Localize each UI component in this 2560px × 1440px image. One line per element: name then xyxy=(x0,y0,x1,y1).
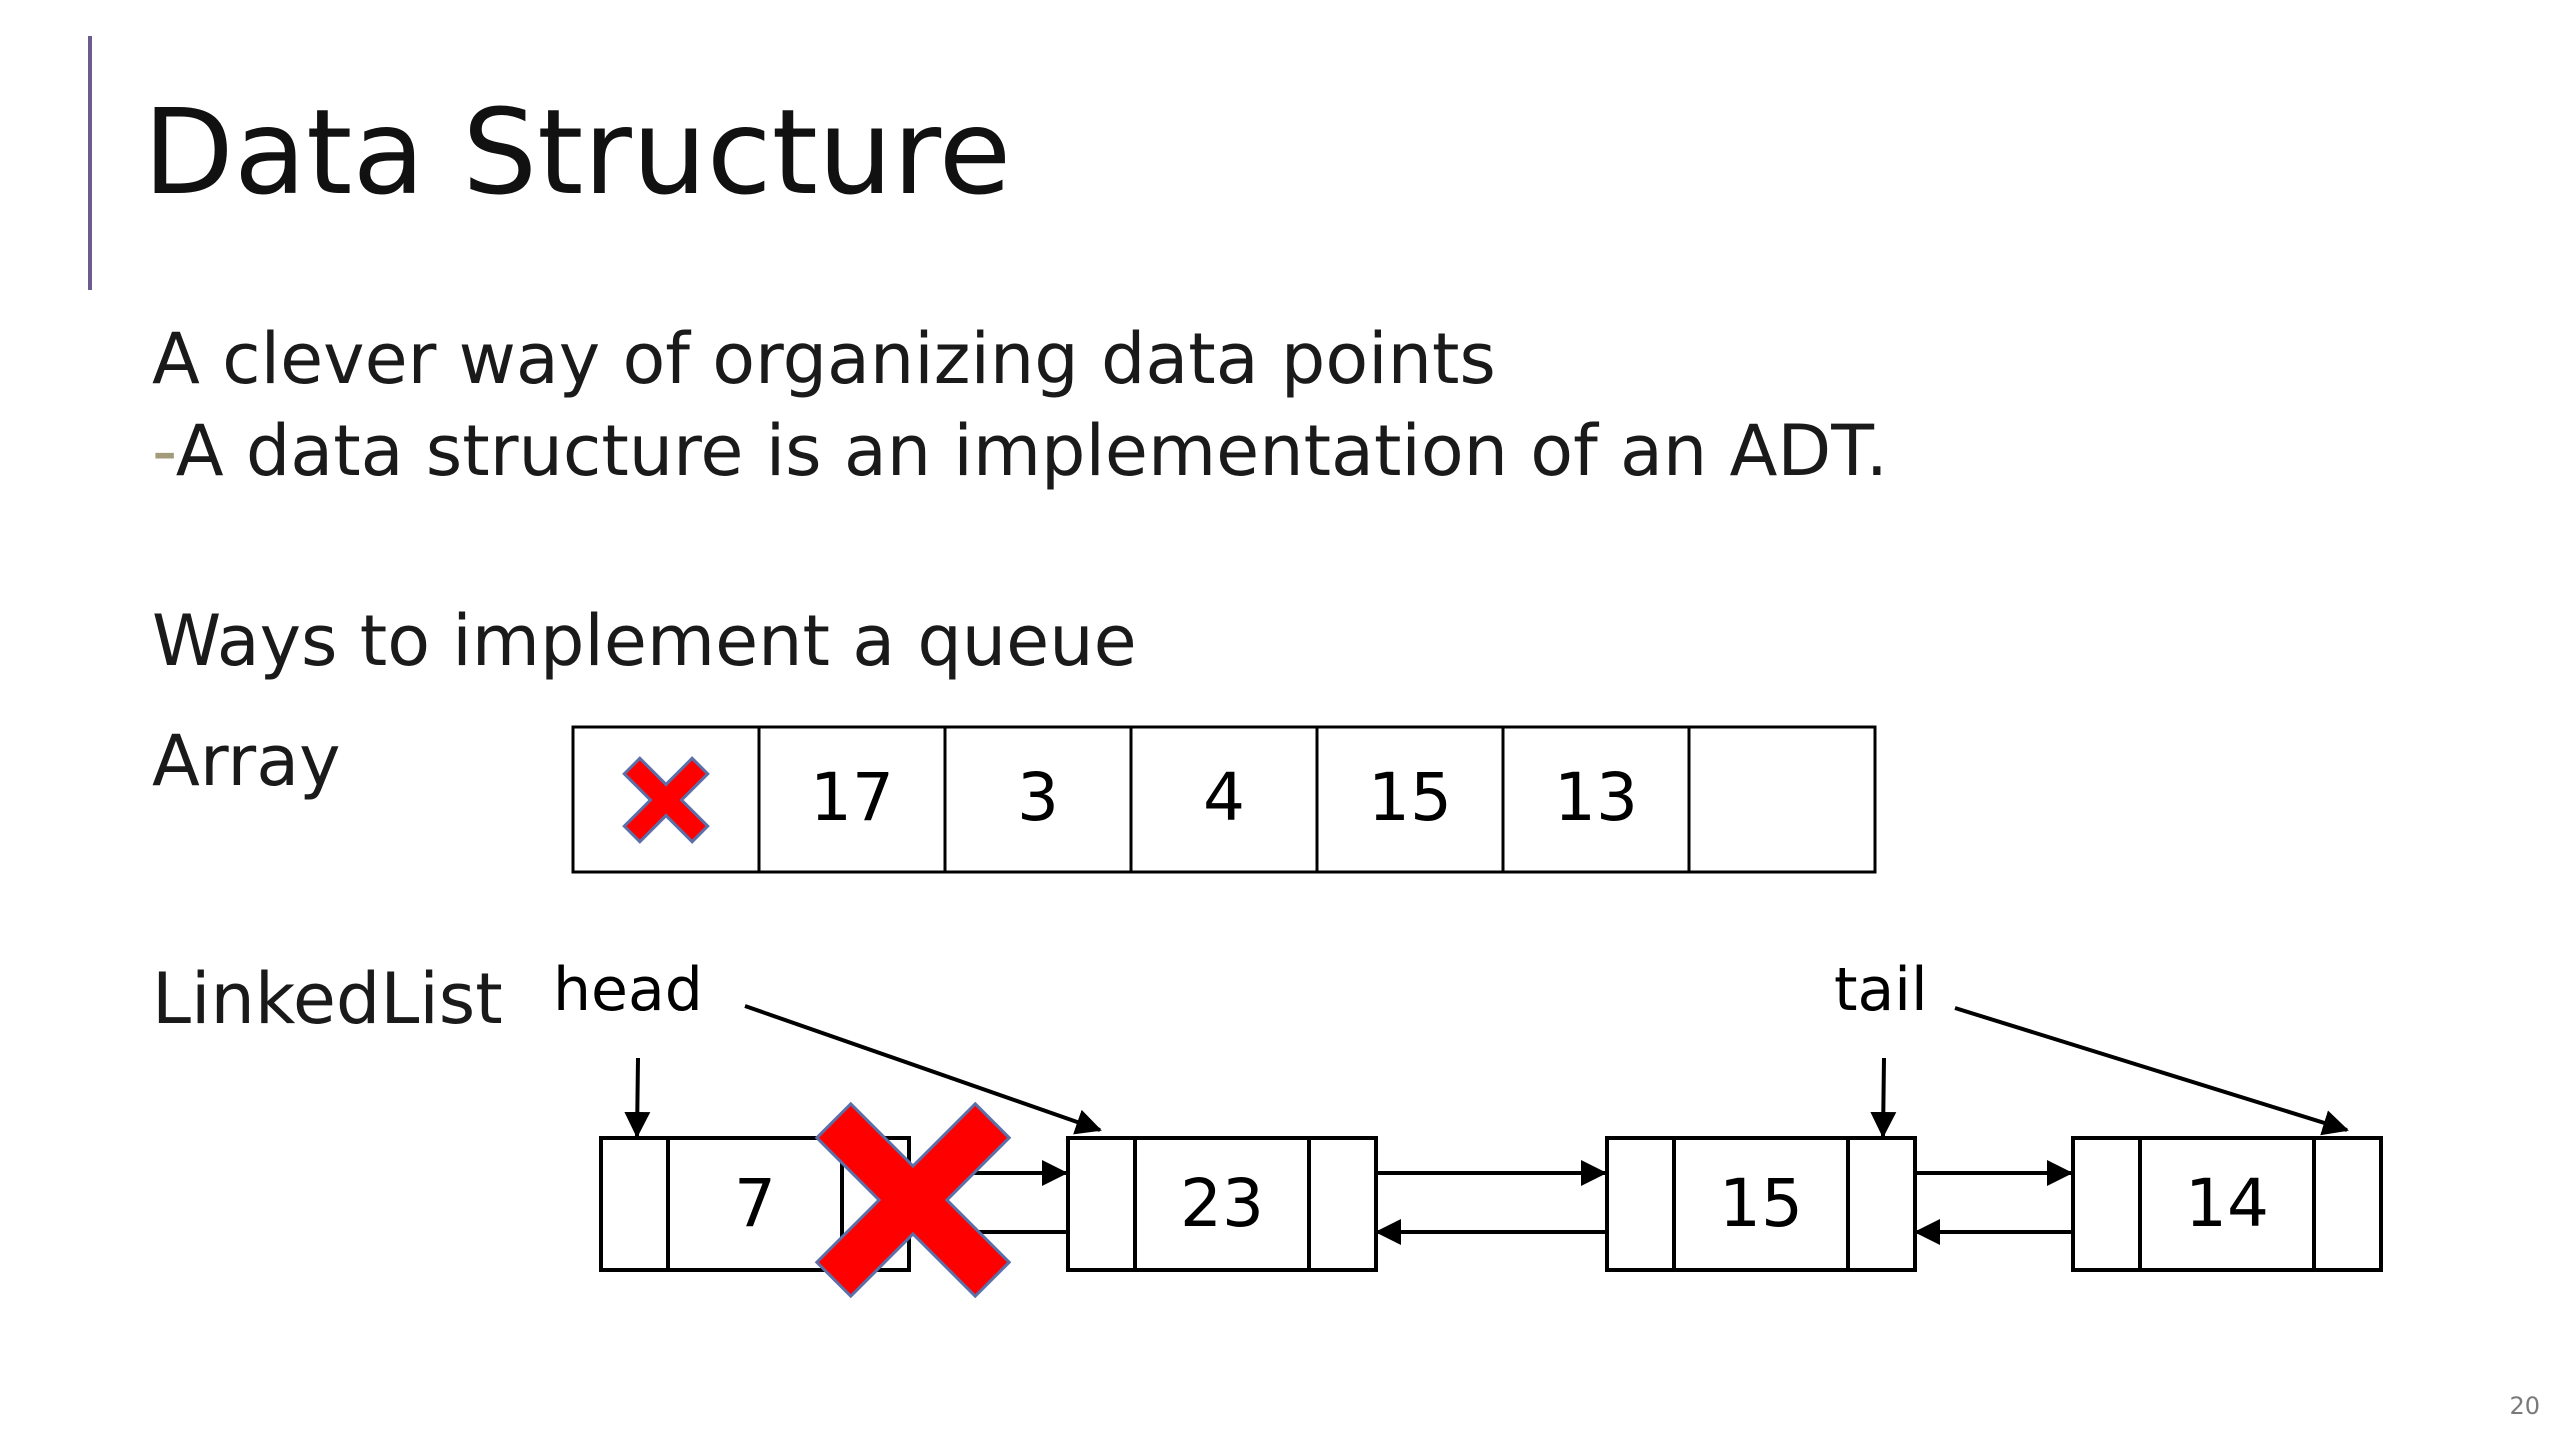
list-node: 23 xyxy=(1066,1136,1378,1272)
array-cell: 17 xyxy=(757,725,947,874)
array-label: Array xyxy=(152,720,341,802)
bullet-definition: A clever way of organizing data points xyxy=(152,318,1496,400)
node-value: 23 xyxy=(1180,1165,1264,1242)
removed-node-cross-icon xyxy=(814,1101,1012,1299)
tail-diagonal-arrow xyxy=(1954,1006,2349,1136)
list-node: 15 xyxy=(1605,1136,1917,1272)
title-accent-bar xyxy=(88,36,92,290)
linkedlist-label: LinkedList xyxy=(152,958,503,1040)
array-cell xyxy=(1687,725,1877,874)
array-diagram: 17 3 4 15 13 xyxy=(571,725,1877,874)
page-number: 20 xyxy=(2509,1392,2540,1420)
array-cell: 3 xyxy=(943,725,1133,874)
tail-down-arrow xyxy=(1870,1057,1897,1138)
array-cell: 13 xyxy=(1501,725,1691,874)
head-label: head xyxy=(553,955,703,1025)
array-cell: 15 xyxy=(1315,725,1505,874)
sub-bullet-text: A data structure is an implementation of… xyxy=(175,410,1888,492)
array-cell-value: 17 xyxy=(810,759,894,836)
array-cell-value: 4 xyxy=(1203,759,1245,836)
sub-bullet-dash: - xyxy=(152,410,176,492)
node-value: 14 xyxy=(2185,1165,2269,1242)
head-diagonal-arrow xyxy=(744,1004,1102,1135)
node-value: 7 xyxy=(734,1165,776,1242)
section-heading: Ways to implement a queue xyxy=(152,600,1137,682)
tail-label: tail xyxy=(1834,955,1928,1025)
array-cell: 4 xyxy=(1129,725,1319,874)
removed-cross-icon xyxy=(622,756,710,844)
array-cell-value: 15 xyxy=(1368,759,1452,836)
bullet-sub-definition: -A data structure is an implementation o… xyxy=(152,410,1888,492)
array-cell-value: 13 xyxy=(1554,759,1638,836)
linkedlist-diagram: head tail 7 23 15 xyxy=(553,955,2383,1299)
head-down-arrow xyxy=(624,1057,651,1138)
node-value: 15 xyxy=(1719,1165,1803,1242)
slide-title: Data Structure xyxy=(143,83,1012,221)
array-cell-value: 3 xyxy=(1017,759,1059,836)
list-node: 14 xyxy=(2071,1136,2383,1272)
